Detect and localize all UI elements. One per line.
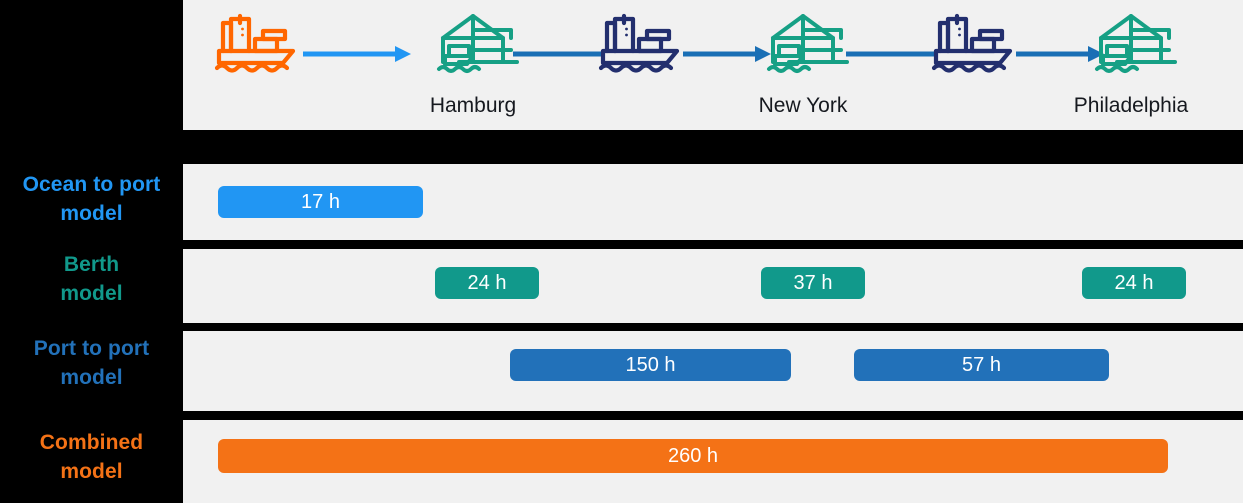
row-panel-ocean-to-port: 17 h [183, 164, 1243, 240]
row-label-port-to-port: Port to port model [0, 334, 183, 392]
bar-port-to-port-1[interactable]: 150 h [510, 349, 791, 381]
row-label-combined: Combined model [0, 428, 183, 486]
row-label-line-1: Berth [63, 253, 120, 276]
bar-ocean-to-port-1[interactable]: 17 h [218, 186, 423, 218]
row-label-line-1: Combined [39, 431, 144, 454]
journey-node-ship-leg-1 [583, 12, 703, 94]
row-label-line-2: model [60, 282, 123, 305]
bar-berth-philadelphia[interactable]: 24 h [1082, 267, 1186, 299]
bar-berth-hamburg[interactable]: 24 h [435, 267, 539, 299]
journey-header-panel: Hamburg [183, 0, 1243, 130]
row-label-line-2: model [60, 366, 123, 389]
cargo-ship-icon [916, 12, 1036, 74]
row-label-berth: Berth model [0, 250, 183, 308]
arrow-right-icon-5 [1016, 44, 1106, 64]
cargo-ship-icon [583, 12, 703, 74]
row-label-line-1: Ocean to port [22, 173, 161, 196]
journey-city-label: New York [758, 94, 848, 117]
journey-node-ship-leg-2 [916, 12, 1036, 94]
port-crane-icon [743, 12, 863, 74]
journey-node-philadelphia: Philadelphia [1071, 12, 1191, 118]
arrow-right-icon-1 [303, 44, 413, 64]
row-label-ocean-to-port: Ocean to port model [0, 170, 183, 228]
model-label-column: Ocean to port model Berth model Port to … [0, 0, 183, 503]
bar-combined-1[interactable]: 260 h [218, 439, 1168, 473]
port-crane-icon [413, 12, 533, 74]
row-label-line-1: Port to port [33, 337, 150, 360]
cargo-ship-icon [199, 12, 319, 74]
journey-node-hamburg: Hamburg [413, 12, 533, 118]
connector-line-icon-2 [513, 44, 603, 64]
journey-node-origin [199, 12, 319, 94]
row-panel-port-to-port: 150 h 57 h [183, 331, 1243, 411]
journey-node-newyork: New York [743, 12, 863, 118]
timeline-content: Hamburg [183, 0, 1243, 503]
arrow-right-icon-3 [683, 44, 773, 64]
row-label-line-2: model [60, 202, 123, 225]
journey-city-label: Hamburg [429, 94, 517, 117]
bar-port-to-port-2[interactable]: 57 h [854, 349, 1109, 381]
row-panel-berth: 24 h 37 h 24 h [183, 249, 1243, 323]
connector-line-icon-4 [846, 44, 936, 64]
bar-berth-newyork[interactable]: 37 h [761, 267, 865, 299]
row-label-line-2: model [60, 460, 123, 483]
row-panel-combined: 260 h [183, 420, 1243, 503]
journey-city-label: Philadelphia [1073, 94, 1189, 117]
port-crane-icon [1071, 12, 1191, 74]
